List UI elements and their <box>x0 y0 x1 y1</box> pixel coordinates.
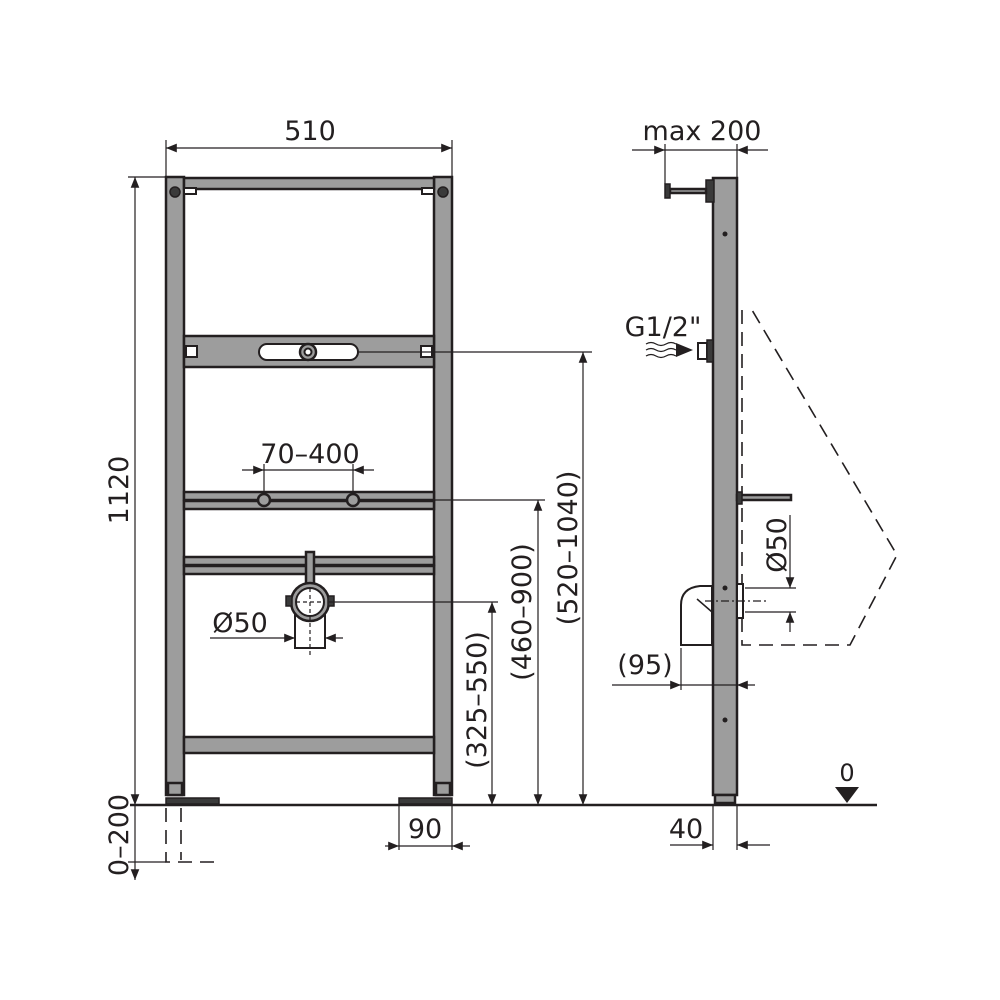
slot <box>185 345 198 358</box>
drain-clamp <box>327 595 335 607</box>
side-post <box>711 176 739 797</box>
foot <box>166 781 184 797</box>
inlet-fitting <box>697 342 708 360</box>
bolt-spacing-label: 70–400 <box>260 439 359 470</box>
drain-height-label: (325–550) <box>462 631 493 769</box>
side-foot <box>713 793 737 805</box>
urinal-outline <box>741 309 898 646</box>
floor-level-marker-icon <box>835 787 859 803</box>
clip <box>421 187 435 195</box>
bolt-icon <box>437 186 449 198</box>
foot-adjust-label: 0–200 <box>104 794 135 876</box>
side-view <box>645 176 898 797</box>
inlet-height-label: (520–1040) <box>553 471 584 626</box>
bracket-rail-top <box>182 490 436 502</box>
right-post <box>432 175 454 797</box>
frame-depth-label: 40 <box>669 814 703 845</box>
anchor-head <box>664 183 671 199</box>
bracket-mount <box>736 491 743 505</box>
inlet-hole <box>303 347 313 357</box>
drain-elbow-side <box>680 585 713 646</box>
arrow-icon <box>676 343 693 357</box>
bracket-rod <box>735 493 793 502</box>
drain-hanger <box>304 550 316 588</box>
drain-clamp <box>285 595 293 607</box>
front-dimensions: 510 1120 0–200 90 70–400 Ø50 (325–550) (… <box>104 116 592 880</box>
inlet-flange <box>706 339 714 363</box>
front-view <box>164 175 454 863</box>
drain-diameter-label: Ø50 <box>212 608 268 639</box>
foot <box>434 781 452 797</box>
top-rail <box>182 176 436 191</box>
width-label: 510 <box>284 116 336 147</box>
bolt-icon <box>169 186 181 198</box>
bottom-rail <box>182 735 436 755</box>
side-dimensions: max 200 G1/2" Ø50 (95) 40 0 <box>612 116 859 850</box>
water-flow-icon <box>645 341 677 359</box>
left-post <box>164 175 186 797</box>
height-label: 1120 <box>104 456 135 525</box>
inlet-thread-label: G1/2" <box>625 312 702 343</box>
foot-width-label: 90 <box>408 814 442 845</box>
drain-offset-label: (95) <box>617 650 672 681</box>
wall-anchor-rod <box>668 187 708 195</box>
side-drain-diameter-label: Ø50 <box>762 517 793 573</box>
clip <box>183 187 197 195</box>
foot-plate <box>165 797 220 805</box>
bolt-icon <box>256 492 272 508</box>
bracket-rail-bottom <box>182 499 436 511</box>
foot-plate <box>398 797 453 805</box>
foot-extension <box>165 808 220 863</box>
floor-level-label: 0 <box>839 759 854 787</box>
max-depth-label: max 200 <box>643 116 762 147</box>
bracket-height-label: (460–900) <box>507 543 538 681</box>
bolt-icon <box>345 492 361 508</box>
